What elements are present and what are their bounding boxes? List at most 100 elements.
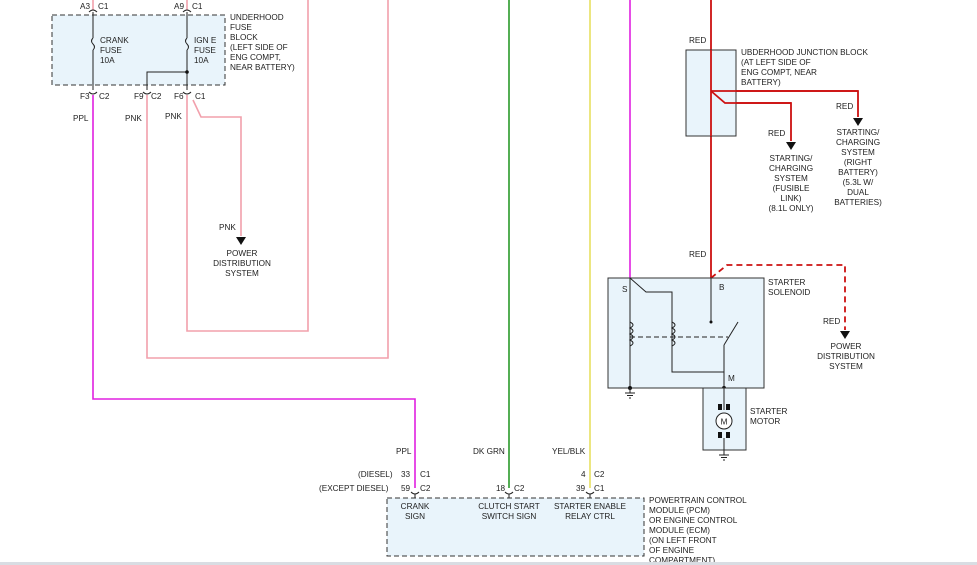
- svg-text:C2: C2: [151, 92, 162, 101]
- wire-pnk-loop-outer: [146, 0, 389, 359]
- svg-text:LINK): LINK): [781, 194, 802, 203]
- pin-39-connector: C1: [594, 484, 605, 493]
- svg-text:DUAL: DUAL: [847, 188, 869, 197]
- wire-label-pnk-3: PNK: [219, 223, 236, 232]
- svg-text:BLOCK: BLOCK: [230, 33, 258, 42]
- svg-text:FUSE: FUSE: [100, 46, 122, 55]
- svg-text:OR ENGINE CONTROL: OR ENGINE CONTROL: [649, 516, 738, 525]
- svg-text:C1: C1: [98, 2, 109, 11]
- svg-text:C2: C2: [99, 92, 110, 101]
- starting-charging-fusible-link: STARTING/ CHARGING SYSTEM (FUSIBLE LINK)…: [768, 154, 813, 213]
- crank-fuse-icon: [91, 37, 95, 51]
- svg-text:CHARGING: CHARGING: [836, 138, 880, 147]
- svg-text:A3: A3: [80, 2, 90, 11]
- wire-label-red-right-batt: RED: [836, 102, 853, 111]
- svg-text:(ON LEFT FRONT: (ON LEFT FRONT: [649, 536, 717, 545]
- svg-text:SOLENOID: SOLENOID: [768, 288, 810, 297]
- wire-ppl-crank: [92, 95, 416, 488]
- svg-text:UBDERHOOD JUNCTION BLOCK: UBDERHOOD JUNCTION BLOCK: [741, 48, 868, 57]
- svg-text:NEAR BATTERY): NEAR BATTERY): [230, 63, 295, 72]
- svg-text:STARTER: STARTER: [768, 278, 806, 287]
- underhood-fuse-block: CRANK FUSE 10A IGN E FUSE 10A: [51, 9, 226, 95]
- motor-icon: [715, 412, 733, 430]
- coil-icon: [628, 321, 634, 347]
- starter-solenoid: S B M: [607, 277, 765, 390]
- svg-text:MODULE (PCM): MODULE (PCM): [649, 506, 710, 515]
- starter-solenoid-label: STARTER SOLENOID: [768, 278, 810, 297]
- fuse-block-top-pins: A3 C1 A9 C1: [80, 2, 203, 11]
- arrow-down-icon: [853, 118, 863, 126]
- svg-text:IGN E: IGN E: [194, 36, 217, 45]
- switch-contact-icon: [723, 321, 739, 346]
- svg-text:STARTER: STARTER: [750, 407, 788, 416]
- pin-59-connector: C2: [420, 484, 431, 493]
- svg-text:(AT LEFT SIDE OF: (AT LEFT SIDE OF: [741, 58, 811, 67]
- clutch-start-sign-label: CLUTCH START SWITCH SIGN: [478, 502, 540, 521]
- starter-motor-label: STARTER MOTOR: [750, 407, 788, 426]
- svg-text:OF ENGINE: OF ENGINE: [649, 546, 695, 555]
- crank-sign-label: CRANK SIGN: [401, 502, 430, 521]
- svg-text:10A: 10A: [100, 56, 115, 65]
- svg-text:(LEFT SIDE OF: (LEFT SIDE OF: [230, 43, 288, 52]
- pin-59: 59: [401, 484, 411, 493]
- wire-label-red-top: RED: [689, 36, 706, 45]
- crank-fuse-label: CRANK FUSE 10A: [100, 36, 129, 65]
- svg-text:10A: 10A: [194, 56, 209, 65]
- pin-33-connector: C1: [420, 470, 431, 479]
- coil-icon: [670, 321, 676, 347]
- svg-text:(5.3L W/: (5.3L W/: [843, 178, 874, 187]
- wire-label-ppl: PPL: [73, 114, 89, 123]
- svg-text:M: M: [721, 418, 728, 427]
- svg-text:M: M: [728, 374, 735, 383]
- except-diesel-variant-label: (EXCEPT DIESEL): [319, 484, 389, 493]
- pin-4-connector: C2: [594, 470, 605, 479]
- svg-text:C1: C1: [192, 2, 203, 11]
- svg-text:BATTERY): BATTERY): [838, 168, 878, 177]
- pcm-label: POWERTRAIN CONTROL MODULE (PCM) OR ENGIN…: [649, 496, 747, 565]
- svg-text:ENG COMPT,: ENG COMPT,: [230, 53, 281, 62]
- svg-text:DISTRIBUTION: DISTRIBUTION: [817, 352, 875, 361]
- wire-label-pnk-2: PNK: [165, 112, 182, 121]
- svg-text:RELAY CTRL: RELAY CTRL: [565, 512, 615, 521]
- svg-text:CRANK: CRANK: [401, 502, 430, 511]
- svg-text:SYSTEM: SYSTEM: [841, 148, 875, 157]
- svg-text:BATTERY): BATTERY): [741, 78, 781, 87]
- wire-label-red-fusible: RED: [768, 129, 785, 138]
- arrow-down-icon: [786, 142, 796, 150]
- starting-charging-right-battery: STARTING/ CHARGING SYSTEM (RIGHT BATTERY…: [834, 128, 882, 207]
- svg-text:STARTER ENABLE: STARTER ENABLE: [554, 502, 627, 511]
- pin-33: 33: [401, 470, 411, 479]
- wire-pnk-loop-inner: [186, 0, 309, 332]
- wire-label-red-power-dist: RED: [823, 317, 840, 326]
- svg-text:B: B: [719, 283, 725, 292]
- svg-text:FUSE: FUSE: [194, 46, 216, 55]
- power-distribution-left: POWER DISTRIBUTION SYSTEM: [213, 249, 271, 278]
- svg-text:SIGN: SIGN: [405, 512, 425, 521]
- wire-red-dashed: [710, 264, 846, 330]
- svg-text:SYSTEM: SYSTEM: [774, 174, 808, 183]
- junction-block-label: UBDERHOOD JUNCTION BLOCK (AT LEFT SIDE O…: [741, 48, 868, 87]
- arrow-down-icon: [840, 331, 850, 339]
- svg-text:A9: A9: [174, 2, 184, 11]
- svg-text:MOTOR: MOTOR: [750, 417, 780, 426]
- wire-label-dkgrn: DK GRN: [473, 447, 505, 456]
- fuse-block-label: UNDERHOOD FUSE BLOCK (LEFT SIDE OF ENG C…: [230, 13, 295, 72]
- wire-label-yelblk: YEL/BLK: [552, 447, 586, 456]
- wire-pnk-power-dist: [192, 99, 242, 236]
- starter-motor: M: [702, 387, 747, 451]
- power-distribution-right: POWER DISTRIBUTION SYSTEM: [817, 342, 875, 371]
- svg-text:SYSTEM: SYSTEM: [829, 362, 863, 371]
- wire-label-ppl-pcm: PPL: [396, 447, 412, 456]
- svg-text:CLUTCH START: CLUTCH START: [478, 502, 540, 511]
- svg-text:(FUSIBLE: (FUSIBLE: [773, 184, 810, 193]
- svg-text:(RIGHT: (RIGHT: [844, 158, 872, 167]
- svg-text:SYSTEM: SYSTEM: [225, 269, 259, 278]
- diesel-variant-label: (DIESEL): [358, 470, 393, 479]
- pin-18: 18: [496, 484, 506, 493]
- svg-text:MODULE (ECM): MODULE (ECM): [649, 526, 710, 535]
- svg-text:STARTING/: STARTING/: [837, 128, 881, 137]
- svg-text:POWERTRAIN CONTROL: POWERTRAIN CONTROL: [649, 496, 747, 505]
- igne-fuse-icon: [185, 37, 189, 51]
- window-bottom-edge: [0, 562, 977, 565]
